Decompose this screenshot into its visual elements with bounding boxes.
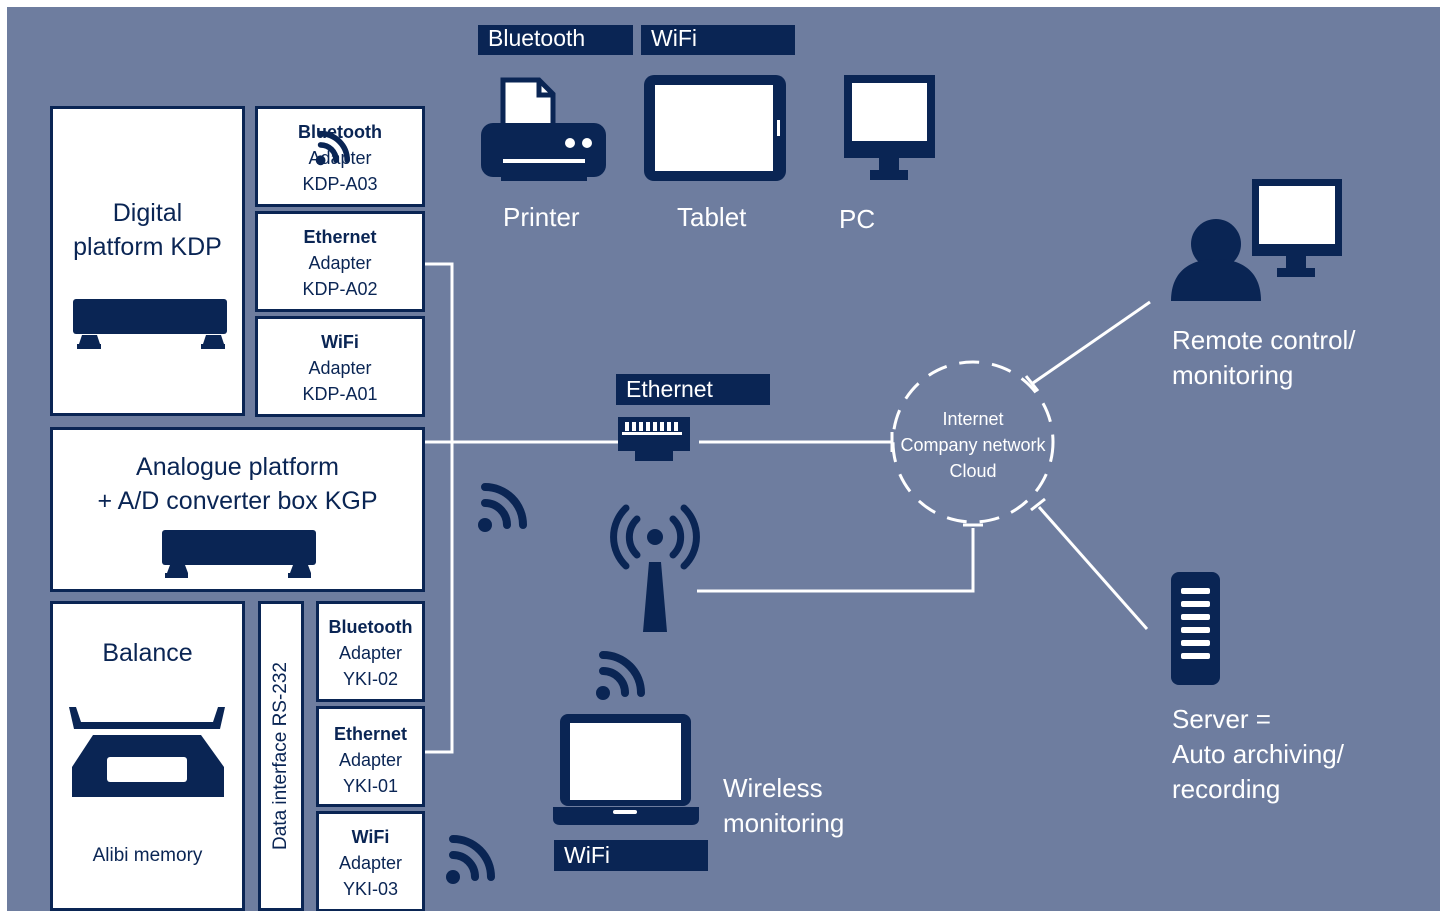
diagram-canvas: Bluetooth WiFi Printer Tablet PC Digital… bbox=[7, 7, 1440, 911]
connection-lines bbox=[424, 262, 1151, 754]
adapter-name: Ethernet bbox=[303, 227, 377, 247]
kdp-title-line1: Digital bbox=[112, 199, 183, 227]
yki-adapter-wifi: WiFi Adapter YKI-03 bbox=[316, 811, 425, 911]
alibi-memory-label: Alibi memory bbox=[92, 845, 203, 866]
server-line2: Auto archiving/ bbox=[1172, 739, 1344, 769]
cloud-to-server-line bbox=[1037, 506, 1149, 630]
tablet-label: Tablet bbox=[677, 202, 747, 232]
wireless-line1: Wireless bbox=[723, 773, 823, 803]
kgp-title-line1: Analogue platform bbox=[136, 453, 339, 481]
adapter-name: Ethernet bbox=[333, 724, 407, 744]
adapter-model: YKI-02 bbox=[342, 669, 399, 689]
adapter-type: Adapter bbox=[308, 253, 372, 273]
adapter-type: Adapter bbox=[308, 358, 372, 378]
tablet-icon bbox=[644, 75, 786, 181]
laptop-icon bbox=[553, 714, 699, 825]
data-interface-box: Data interface RS-232 bbox=[258, 601, 304, 911]
adapter-model: KDP-A03 bbox=[302, 174, 378, 194]
adapter-type: Adapter bbox=[338, 750, 403, 770]
server-icon bbox=[1171, 572, 1220, 685]
wifi-icon bbox=[478, 487, 523, 532]
adapter-model: KDP-A01 bbox=[302, 384, 378, 404]
adapter-model: KDP-A02 bbox=[302, 279, 378, 299]
ethernet-tag: Ethernet bbox=[616, 374, 770, 405]
adapter-name: Bluetooth bbox=[298, 122, 382, 142]
wifi-icon bbox=[316, 134, 348, 166]
antenna-to-cloud-line bbox=[697, 528, 975, 593]
server-line3: recording bbox=[1172, 774, 1281, 804]
balance-icon bbox=[69, 707, 225, 797]
kgp-platform-icon bbox=[162, 530, 316, 578]
remote-control-label: Remote control/ monitoring bbox=[1172, 323, 1356, 393]
balance-title: Balance bbox=[102, 639, 193, 667]
kgp-title-line2: + A/D converter box KGP bbox=[97, 487, 378, 515]
kdp-platform-icon bbox=[73, 299, 227, 349]
printer-label: Printer bbox=[503, 202, 580, 232]
cloud-remote-tick bbox=[1024, 375, 1040, 392]
kdp-adapter-bluetooth: Bluetooth Adapter KDP-A03 bbox=[255, 106, 425, 207]
pc-label: PC bbox=[839, 204, 876, 234]
network-cloud-label: Internet Company network Cloud bbox=[887, 406, 1059, 484]
yki-adapter-bluetooth: Bluetooth Adapter YKI-02 bbox=[316, 601, 425, 702]
wireless-antenna-icon bbox=[610, 504, 700, 632]
printer-icon bbox=[481, 77, 606, 181]
adapter-model: YKI-03 bbox=[342, 879, 399, 899]
adapter-name: WiFi bbox=[321, 332, 359, 352]
ethernet-bus-line bbox=[424, 262, 454, 754]
cloud-server-tick bbox=[1030, 497, 1046, 512]
adapter-type: Adapter bbox=[338, 643, 403, 663]
network-line1: Internet bbox=[942, 409, 1004, 429]
kdp-title-line2: platform KDP bbox=[73, 233, 222, 261]
kdp-platform-box: Digital platform KDP bbox=[50, 106, 245, 416]
ethernet-router-icon bbox=[618, 417, 690, 461]
network-line2: Company network bbox=[900, 435, 1046, 455]
yki-adapter-ethernet: Ethernet Adapter YKI-01 bbox=[316, 706, 425, 807]
pc-icon bbox=[844, 75, 935, 180]
adapter-name: Bluetooth bbox=[328, 617, 413, 637]
adapter-type: Adapter bbox=[338, 853, 403, 873]
adapter-model: YKI-01 bbox=[342, 776, 399, 796]
kdp-adapter-wifi: WiFi Adapter KDP-A01 bbox=[255, 316, 425, 417]
wireless-line2: monitoring bbox=[723, 808, 845, 838]
wifi-bottom-tag: WiFi bbox=[554, 840, 708, 871]
remote-line1: Remote control/ bbox=[1172, 325, 1356, 355]
network-cloud-circle bbox=[891, 360, 1055, 524]
bluetooth-tag: Bluetooth bbox=[478, 25, 633, 55]
cloud-to-remote-line bbox=[1032, 300, 1151, 385]
remote-user-icon bbox=[1171, 179, 1342, 301]
server-label: Server = Auto archiving/ recording bbox=[1172, 702, 1344, 807]
wifi-tag: WiFi bbox=[641, 25, 795, 55]
adapter-name: WiFi bbox=[351, 827, 390, 847]
kdp-adapter-ethernet: Ethernet Adapter KDP-A02 bbox=[255, 211, 425, 312]
icons-layer bbox=[69, 75, 1342, 911]
wifi-icon bbox=[446, 839, 491, 884]
wireless-monitoring-label: Wireless monitoring bbox=[723, 771, 844, 841]
server-line1: Server = bbox=[1172, 704, 1271, 734]
wifi-icon bbox=[596, 655, 641, 700]
network-line3: Cloud bbox=[949, 461, 997, 481]
remote-line2: monitoring bbox=[1172, 360, 1294, 390]
